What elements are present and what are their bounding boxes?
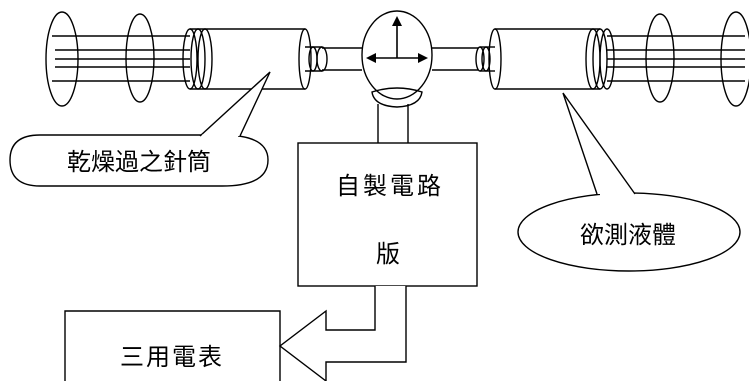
valve-neck (371, 87, 423, 108)
multimeter-label: 三用電表 (120, 343, 224, 371)
test-liquid-label: 欲測液體 (580, 221, 676, 249)
dry-syringe-callout-pointer (199, 71, 271, 137)
valve-body (361, 10, 433, 100)
four-way-arrow-icon (366, 16, 428, 63)
block-arrow-icon (278, 286, 407, 381)
circuit-board-label-line1: 自製電路 (336, 172, 444, 200)
left-syringe (45, 11, 362, 107)
left-plunger-ring (125, 13, 155, 103)
multimeter-box (64, 310, 281, 381)
dry-syringe-callout (9, 134, 269, 187)
left-barrel-front (298, 28, 312, 90)
right-syringe-flange (720, 11, 749, 107)
right-syringe (432, 11, 749, 107)
right-barrel-front (488, 28, 502, 90)
dry-syringe-label: 乾燥過之針筒 (67, 148, 211, 176)
test-liquid-callout-pointer (562, 92, 636, 195)
right-plunger-ring (645, 13, 675, 103)
valve (361, 10, 433, 143)
circuit-board-label-line2: 版 (376, 240, 400, 268)
